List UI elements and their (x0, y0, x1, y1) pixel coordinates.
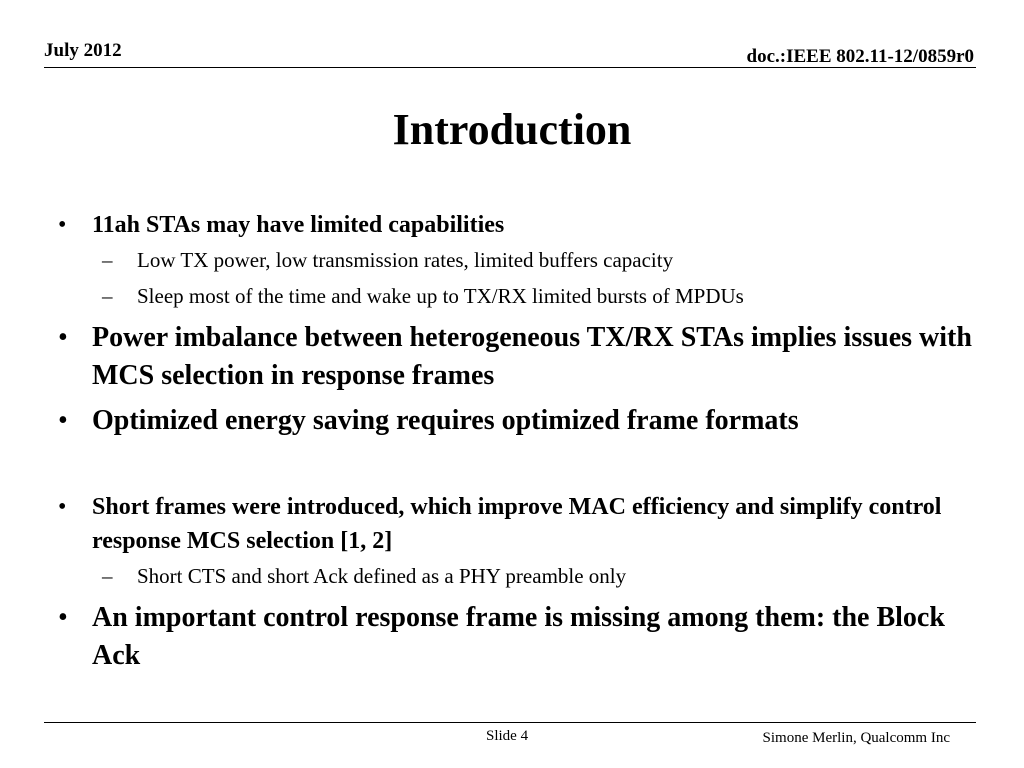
slide-body: 11ah STAs may have limited capabilities … (58, 208, 978, 675)
slide-number: Slide 4 (486, 728, 529, 744)
bullet-short-frames: Short frames were introduced, which impr… (58, 490, 978, 558)
sub-bullet-short-cts-ack: Short CTS and short Ack defined as a PHY… (58, 560, 978, 593)
bullet-power-imbalance: Power imbalance between heterogeneous TX… (58, 319, 978, 395)
header-divider (44, 67, 976, 68)
slide-title: Introduction (392, 105, 632, 154)
footer-divider (44, 722, 976, 723)
bullet-block-ack-missing: An important control response frame is m… (58, 599, 978, 675)
bullet-limited-capabilities: 11ah STAs may have limited capabilities (58, 208, 978, 242)
sub-bullet-low-tx-power: Low TX power, low transmission rates, li… (58, 244, 978, 277)
header-date: July 2012 (44, 40, 122, 61)
header-document-id: doc.:IEEE 802.11-12/0859r0 (746, 46, 974, 67)
footer-author: Simone Merlin, Qualcomm Inc (762, 730, 950, 746)
sub-bullet-sleep-most-time: Sleep most of the time and wake up to TX… (58, 280, 978, 313)
bullet-optimized-energy-saving: Optimized energy saving requires optimiz… (58, 402, 978, 440)
